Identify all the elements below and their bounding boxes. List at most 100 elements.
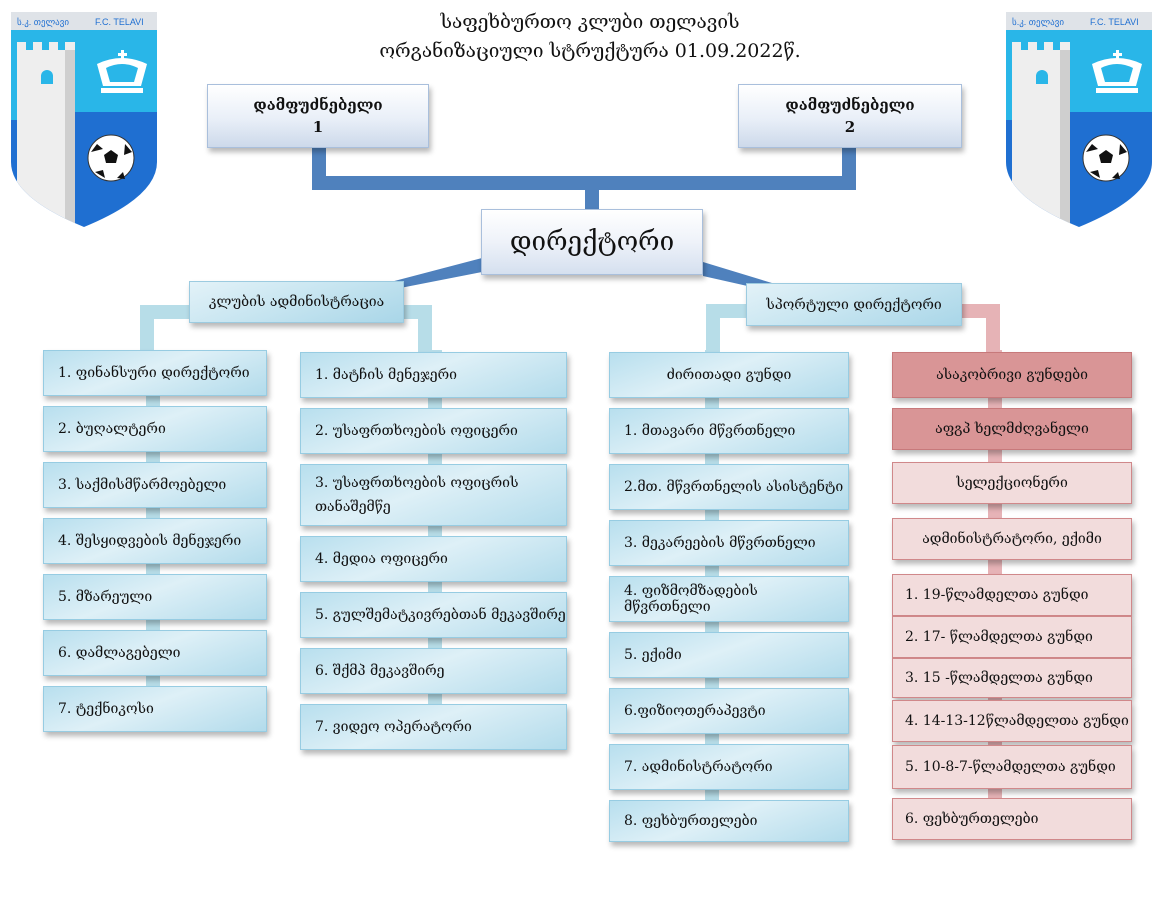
main-team-item[interactable]: 2.მთ. მწვრთნელის ასისტენტი bbox=[609, 464, 849, 510]
logo-text-latin: F.C. TELAVI bbox=[95, 17, 144, 27]
admin-col2-item[interactable]: 3. უსაფრთხოების ოფიცრის თანაშემწე bbox=[300, 464, 567, 526]
item-label: 1. 19-წლამდელთა გუნდი bbox=[905, 587, 1089, 603]
item-label: 3. 15 -წლამდელთა გუნდი bbox=[905, 670, 1093, 686]
main-team-header[interactable]: ძირითადი გუნდი bbox=[609, 352, 849, 398]
item-label: 1. მატჩის მენეჯერი bbox=[315, 367, 457, 383]
item-label: 6. დამლაგებელი bbox=[58, 645, 181, 661]
item-label: 4. ფიზმომზადების მწვრთნელი bbox=[624, 583, 758, 615]
item-label: 4. მედია ოფიცერი bbox=[315, 551, 448, 567]
tower-icon bbox=[17, 42, 75, 227]
founder-1-number: 1 bbox=[312, 118, 324, 136]
main-team-item[interactable]: 8. ფეხბურთელები bbox=[609, 800, 849, 842]
admin-col1-item[interactable]: 4. შესყიდვების მენეჯერი bbox=[43, 518, 267, 564]
main-team-item[interactable]: 7. ადმინისტრატორი bbox=[609, 744, 849, 790]
admin-col1-item[interactable]: 5. მზარეული bbox=[43, 574, 267, 620]
item-label: 7. ვიდეო ოპერატორი bbox=[315, 719, 472, 735]
founder-1-label: დამფუძნებელი bbox=[253, 96, 383, 114]
item-label: 4. შესყიდვების მენეჯერი bbox=[58, 533, 242, 549]
founder-2-box[interactable]: დამფუძნებელი 2 bbox=[738, 84, 962, 148]
connector-admin-left-h bbox=[140, 305, 196, 319]
director-label: დირექტორი bbox=[509, 227, 675, 257]
admin-col1-item[interactable]: 1. ფინანსური დირექტორი bbox=[43, 350, 267, 396]
youth-team-item[interactable]: 4. 14-13-12წლამდელთა გუნდი bbox=[892, 700, 1132, 742]
department-sport-label: სპორტული დირექტორი bbox=[766, 296, 942, 313]
admin-col2-item[interactable]: 7. ვიდეო ოპერატორი bbox=[300, 704, 567, 750]
logo-text-georgian: ს.კ. თელავი bbox=[17, 17, 69, 28]
youth-head-box[interactable]: აფგპ ხელმძღვანელი bbox=[892, 408, 1132, 450]
item-label: 8. ფეხბურთელები bbox=[624, 813, 758, 829]
club-logo-left: ს.კ. თელავი F.C. TELAVI bbox=[11, 12, 157, 227]
youth-staff-item[interactable]: ადმინისტრატორი, ექიმი bbox=[892, 518, 1132, 560]
main-team-item[interactable]: 3. მეკარეების მწვრთნელი bbox=[609, 520, 849, 566]
youth-team-item[interactable]: 1. 19-წლამდელთა გუნდი bbox=[892, 574, 1132, 616]
item-label: 2. ბუღალტერი bbox=[58, 421, 166, 437]
youth-team-item[interactable]: 2. 17- წლამდელთა გუნდი bbox=[892, 616, 1132, 658]
main-team-item[interactable]: 6.ფიზიოთერაპევტი bbox=[609, 688, 849, 734]
admin-col2-item[interactable]: 1. მატჩის მენეჯერი bbox=[300, 352, 567, 398]
admin-col1-item[interactable]: 7. ტექნიკოსი bbox=[43, 686, 267, 732]
club-logo-right: ს.კ. თელავი F.C. TELAVI bbox=[1006, 12, 1152, 227]
chart-title: საფეხბურთო კლუბი თელავის ორგანიზაციული ს… bbox=[330, 8, 850, 66]
admin-col2-item[interactable]: 6. შქმპ მეკავშირე bbox=[300, 648, 567, 694]
item-label: 6.ფიზიოთერაპევტი bbox=[624, 703, 766, 719]
item-label: 7. ტექნიკოსი bbox=[58, 701, 154, 717]
youth-staff-item[interactable]: სელექციონერი bbox=[892, 462, 1132, 504]
item-label: 3. საქმისმწარმოებელი bbox=[58, 477, 227, 493]
item-label: სელექციონერი bbox=[956, 475, 1068, 491]
youth-teams-header-label: ასაკობრივი გუნდები bbox=[936, 367, 1088, 383]
department-administration-label: კლუბის ადმინისტრაცია bbox=[208, 294, 385, 310]
department-administration[interactable]: კლუბის ადმინისტრაცია bbox=[189, 281, 404, 323]
soccer-ball-icon bbox=[1082, 134, 1130, 182]
department-sport[interactable]: სპორტული დირექტორი bbox=[746, 283, 962, 326]
director-box[interactable]: დირექტორი bbox=[481, 209, 703, 275]
item-label: 7. ადმინისტრატორი bbox=[624, 759, 773, 775]
youth-head-label: აფგპ ხელმძღვანელი bbox=[935, 421, 1089, 437]
logo-text-georgian: ს.კ. თელავი bbox=[1012, 17, 1064, 28]
item-label: 5. მზარეული bbox=[58, 589, 153, 605]
item-label: 2.მთ. მწვრთნელის ასისტენტი bbox=[624, 479, 844, 495]
item-label: ადმინისტრატორი, ექიმი bbox=[922, 531, 1102, 547]
admin-col1-item[interactable]: 2. ბუღალტერი bbox=[43, 406, 267, 452]
connector-founders-bar bbox=[312, 176, 856, 190]
admin-col1-item[interactable]: 6. დამლაგებელი bbox=[43, 630, 267, 676]
item-label: 6. შქმპ მეკავშირე bbox=[315, 663, 445, 679]
main-team-item[interactable]: 1. მთავარი მწვრთნელი bbox=[609, 408, 849, 454]
admin-col2-item[interactable]: 4. მედია ოფიცერი bbox=[300, 536, 567, 582]
founder-1-box[interactable]: დამფუძნებელი 1 bbox=[207, 84, 429, 148]
title-line-2: ორგანიზაციული სტრუქტურა 01.09.2022წ. bbox=[379, 40, 801, 62]
youth-teams-header[interactable]: ასაკობრივი გუნდები bbox=[892, 352, 1132, 398]
founder-2-number: 2 bbox=[844, 118, 856, 136]
founder-2-label: დამფუძნებელი bbox=[785, 96, 915, 114]
crown-icon bbox=[97, 50, 147, 93]
youth-team-item[interactable]: 3. 15 -წლამდელთა გუნდი bbox=[892, 658, 1132, 698]
youth-team-item[interactable]: 6. ფეხბურთელები bbox=[892, 798, 1132, 840]
title-line-1: საფეხბურთო კლუბი თელავის bbox=[440, 11, 740, 33]
admin-col2-item[interactable]: 2. უსაფრთხოების ოფიცერი bbox=[300, 408, 567, 454]
item-label: 4. 14-13-12წლამდელთა გუნდი bbox=[905, 713, 1129, 729]
main-team-item[interactable]: 5. ექიმი bbox=[609, 632, 849, 678]
admin-col2-item[interactable]: 5. გულშემატკივრებთან მეკავშირე bbox=[300, 592, 567, 638]
youth-team-item[interactable]: 5. 10-8-7-წლამდელთა გუნდი bbox=[892, 745, 1132, 789]
item-label: 5. ექიმი bbox=[624, 647, 682, 663]
connector-admin-left-v bbox=[140, 305, 154, 353]
connector-to-director bbox=[585, 176, 599, 210]
item-label: 2. უსაფრთხოების ოფიცერი bbox=[315, 423, 518, 439]
item-label: 6. ფეხბურთელები bbox=[905, 811, 1039, 827]
admin-col1-item[interactable]: 3. საქმისმწარმოებელი bbox=[43, 462, 267, 508]
logo-text-latin: F.C. TELAVI bbox=[1090, 17, 1139, 27]
item-label: 1. ფინანსური დირექტორი bbox=[58, 365, 250, 381]
soccer-ball-icon bbox=[87, 134, 135, 182]
main-team-header-label: ძირითადი გუნდი bbox=[666, 367, 792, 383]
item-label: 1. მთავარი მწვრთნელი bbox=[624, 423, 796, 439]
connector-sport-right-v bbox=[986, 304, 1000, 356]
item-label: 2. 17- წლამდელთა გუნდი bbox=[905, 629, 1093, 645]
item-label: 5. გულშემატკივრებთან მეკავშირე bbox=[315, 607, 566, 623]
tower-icon bbox=[1012, 42, 1070, 227]
connector-sport-left-v bbox=[706, 304, 720, 356]
main-team-item[interactable]: 4. ფიზმომზადების მწვრთნელი bbox=[609, 576, 849, 622]
item-label: 3. უსაფრთხოების ოფიცრის თანაშემწე bbox=[315, 475, 519, 515]
connector-admin-right-v bbox=[418, 305, 432, 355]
crown-icon bbox=[1092, 50, 1142, 93]
item-label: 3. მეკარეების მწვრთნელი bbox=[624, 535, 816, 551]
item-label: 5. 10-8-7-წლამდელთა გუნდი bbox=[905, 759, 1116, 775]
